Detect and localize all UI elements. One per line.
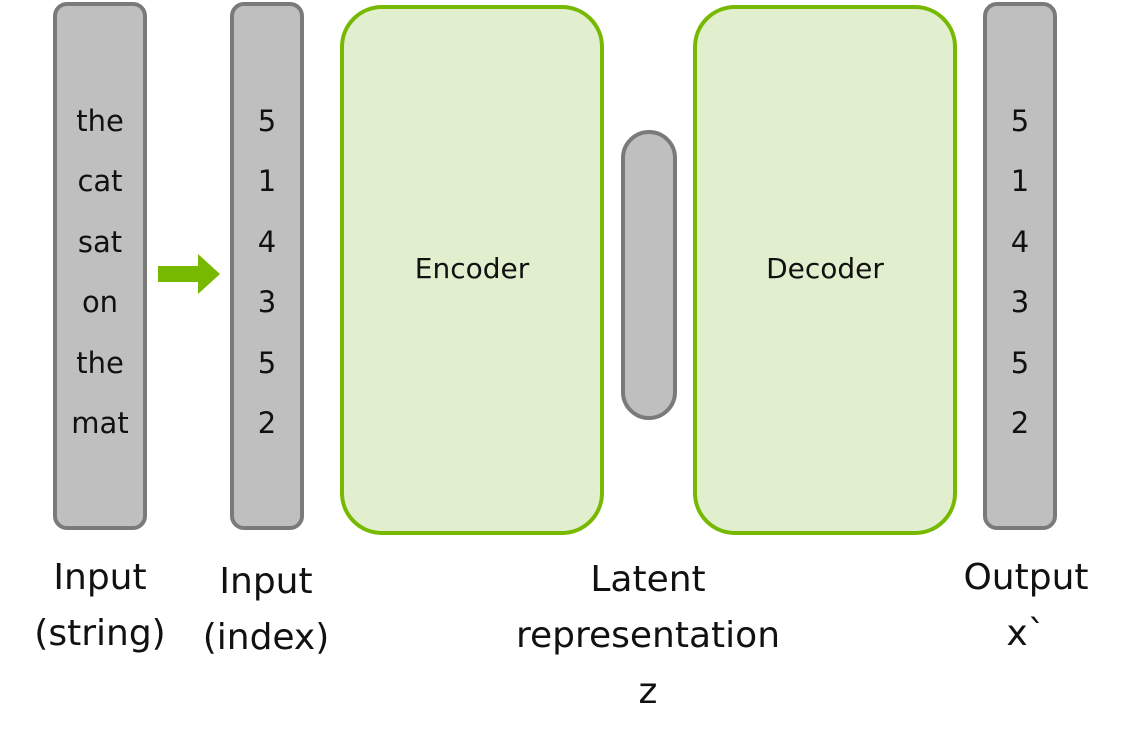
input-string-token: mat	[71, 405, 129, 440]
output-token: 3	[1010, 285, 1030, 320]
input-string-token: sat	[77, 224, 123, 259]
input-index-token: 3	[257, 285, 277, 320]
caption-line: Input	[219, 561, 313, 602]
caption-line: Output	[963, 557, 1089, 598]
input-string-token: on	[81, 285, 119, 320]
input-index-caption: Input (index)	[190, 554, 342, 666]
input-index-token: 1	[257, 164, 277, 199]
input-string-token: cat	[77, 164, 123, 199]
output-token-list: 5 1 4 3 5 2	[987, 91, 1053, 453]
input-index-column: 5 1 4 3 5 2	[230, 2, 304, 530]
input-index-token-list: 5 1 4 3 5 2	[234, 91, 300, 453]
output-column: 5 1 4 3 5 2	[983, 2, 1057, 530]
decoder-label: Decoder	[766, 251, 884, 285]
caption-line: z	[638, 671, 658, 712]
input-string-token-list: the cat sat on the mat	[57, 91, 143, 453]
output-token: 2	[1010, 405, 1030, 440]
output-caption: Output x`	[946, 550, 1106, 662]
input-index-token: 5	[257, 104, 277, 138]
caption-line: representation	[515, 615, 781, 656]
output-token: 1	[1010, 164, 1030, 199]
caption-line: Latent	[590, 559, 706, 600]
input-index-token: 5	[257, 345, 277, 380]
latent-caption: Latent representation z	[488, 552, 808, 720]
caption-line: Input	[53, 557, 147, 598]
encoder-block: Encoder	[340, 5, 604, 535]
output-token: 4	[1010, 224, 1030, 259]
input-string-token: the	[76, 104, 124, 138]
encoder-label: Encoder	[414, 251, 530, 285]
right-arrow-icon	[158, 254, 220, 294]
caption-line: x`	[1006, 613, 1046, 654]
input-index-token: 2	[257, 405, 277, 440]
caption-line: (index)	[202, 617, 330, 658]
output-token: 5	[1010, 104, 1030, 138]
decoder-block: Decoder	[693, 5, 957, 535]
caption-line: (string)	[34, 613, 166, 654]
input-index-token: 4	[257, 224, 277, 259]
input-string-column: the cat sat on the mat	[53, 2, 147, 530]
latent-representation-pill	[621, 130, 677, 420]
input-string-caption: Input (string)	[20, 550, 180, 662]
output-token: 5	[1010, 345, 1030, 380]
input-string-token: the	[76, 345, 124, 380]
